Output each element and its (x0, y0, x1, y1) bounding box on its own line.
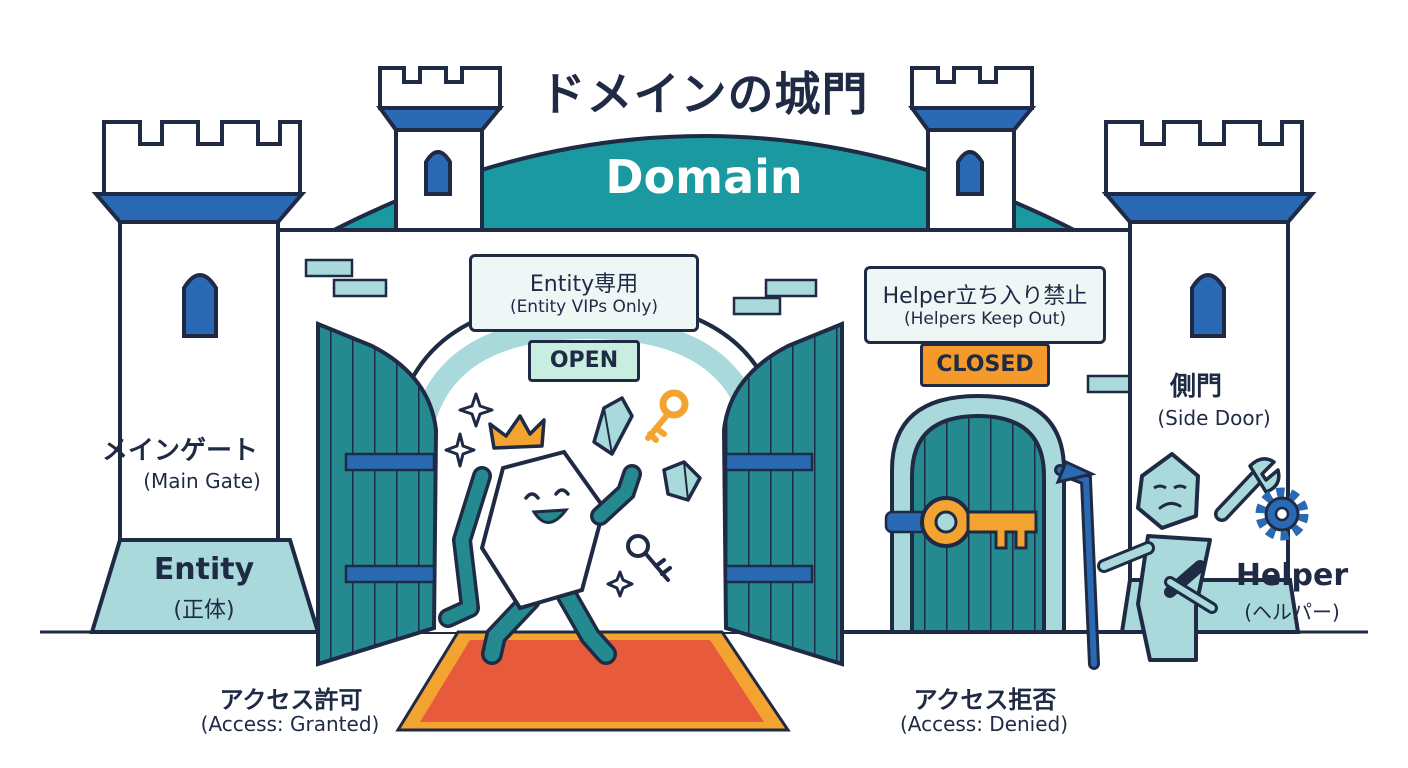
access-granted-sublabel: (Access: Granted) (200, 712, 380, 736)
sign-helper-keep-out: Helper立ち入り禁止 (Helpers Keep Out) (864, 266, 1106, 344)
entity-label: Entity (153, 552, 255, 587)
key-icon (920, 496, 1038, 550)
main-gate-label: メインゲート (101, 436, 258, 466)
entity-sublabel: (正体) (173, 598, 235, 623)
crystal-icon (662, 460, 702, 502)
left-outer-tower (89, 120, 321, 634)
sign-helper-keep-out-title: Helper立ち入り禁止 (882, 284, 1088, 309)
sparkle-icon (444, 392, 634, 598)
sign-helper-keep-out-subtitle: (Helpers Keep Out) (904, 309, 1066, 329)
sign-entity-only-title: Entity専用 (529, 272, 639, 297)
helper-character (1054, 452, 1218, 670)
open-badge: OPEN (528, 340, 640, 382)
gear-icon (1255, 487, 1309, 541)
left-inner-tower (376, 66, 505, 232)
key-icon (626, 534, 672, 582)
side-door-sublabel: (Side Door) (1157, 406, 1271, 430)
access-granted-label: アクセス許可 (219, 686, 363, 714)
helper-label: Helper (1235, 558, 1349, 593)
page-title: ドメインの城門 (539, 67, 869, 121)
right-inner-tower (908, 66, 1037, 232)
access-denied-label: アクセス拒否 (913, 686, 1057, 714)
helper-sublabel: (ヘルパー) (1244, 600, 1340, 624)
wrench-icon (1214, 457, 1281, 522)
crown-icon (488, 414, 546, 450)
main-gate-left-door (316, 321, 439, 667)
key-icon (645, 389, 689, 443)
sign-entity-only: Entity専用 (Entity VIPs Only) (469, 254, 699, 332)
main-gate-sublabel: (Main Gate) (143, 469, 261, 493)
side-door-label: 側門 (1169, 372, 1222, 402)
domain-label: Domain (605, 150, 803, 204)
sign-entity-only-subtitle: (Entity VIPs Only) (509, 297, 659, 317)
access-denied-sublabel: (Access: Denied) (899, 712, 1069, 736)
main-gate-right-door (721, 321, 844, 667)
crystal-icon (592, 396, 634, 456)
entity-character (438, 449, 642, 665)
closed-badge: CLOSED (920, 343, 1050, 387)
